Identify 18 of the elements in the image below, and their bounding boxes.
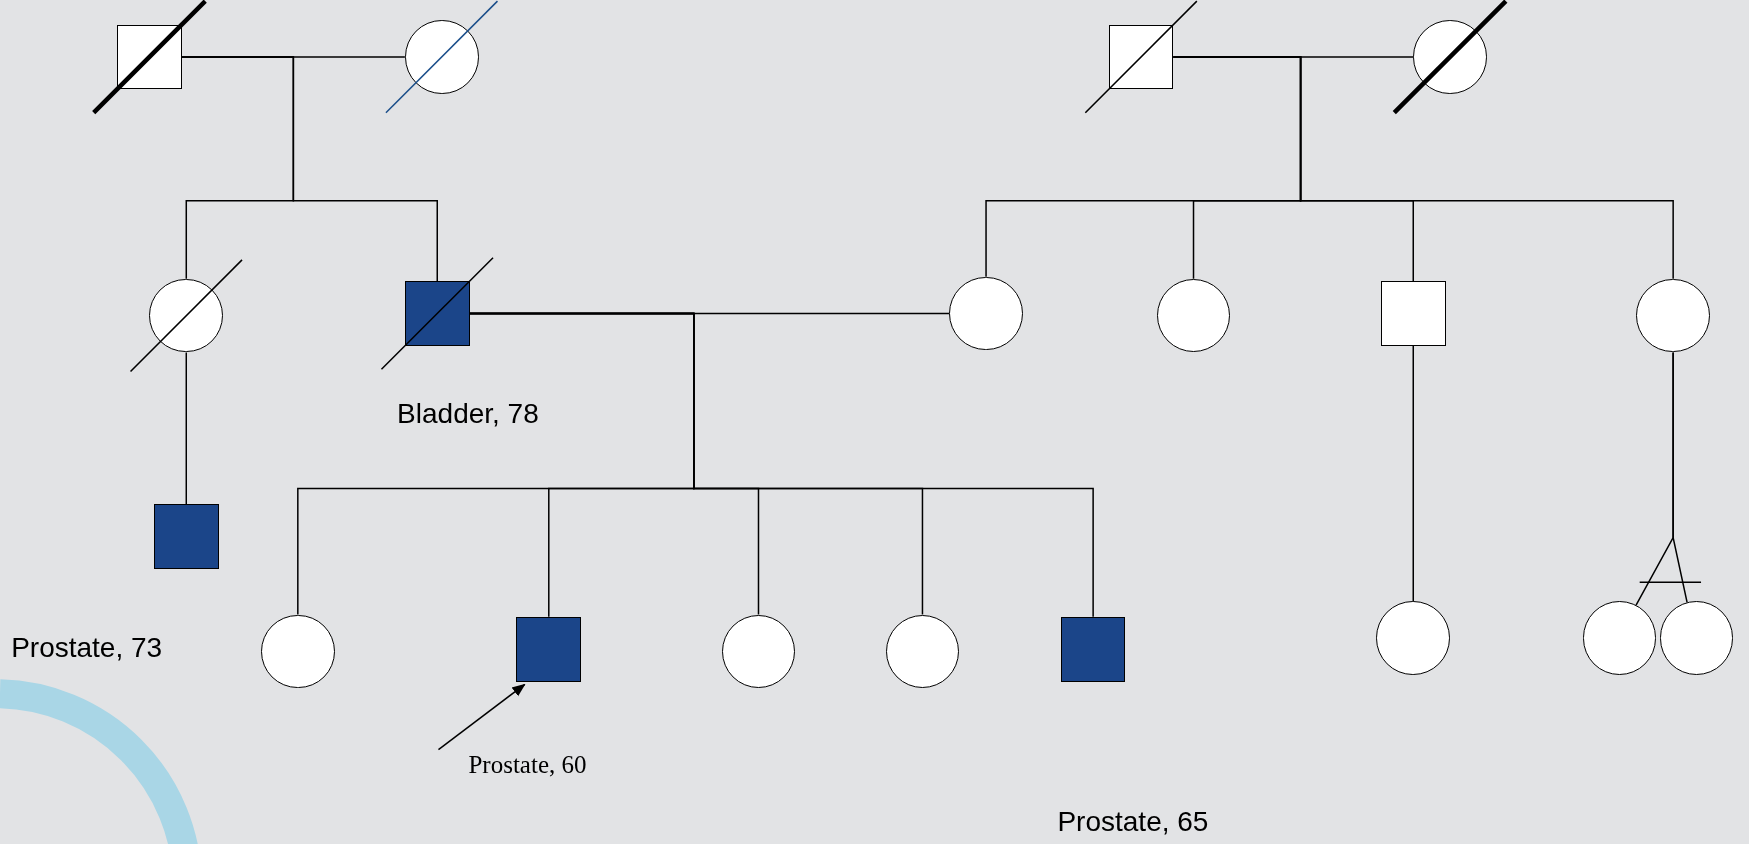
female-circle <box>404 20 479 94</box>
proband-label: Prostate, 60 <box>468 749 587 780</box>
diagnosis-label: Bladder, 78 <box>397 397 539 431</box>
male-square <box>117 24 182 90</box>
pedigree-line <box>468 312 1094 618</box>
affected-male-square <box>516 616 582 682</box>
pedigree-line <box>181 56 438 282</box>
diagnosis-label: Prostate, 73 <box>11 631 163 665</box>
affected-male-square <box>404 281 470 346</box>
pedigree-line <box>1412 345 1414 602</box>
male-square <box>1108 24 1174 90</box>
proband-arrow <box>437 683 526 751</box>
affected-male-square <box>153 504 219 569</box>
pedigree-line <box>1672 351 1688 604</box>
diagnosis-label: Prostate, 65 <box>1057 805 1209 839</box>
pedigree-line <box>185 351 188 505</box>
affected-male-square <box>1060 616 1126 682</box>
male-square <box>1380 281 1446 346</box>
